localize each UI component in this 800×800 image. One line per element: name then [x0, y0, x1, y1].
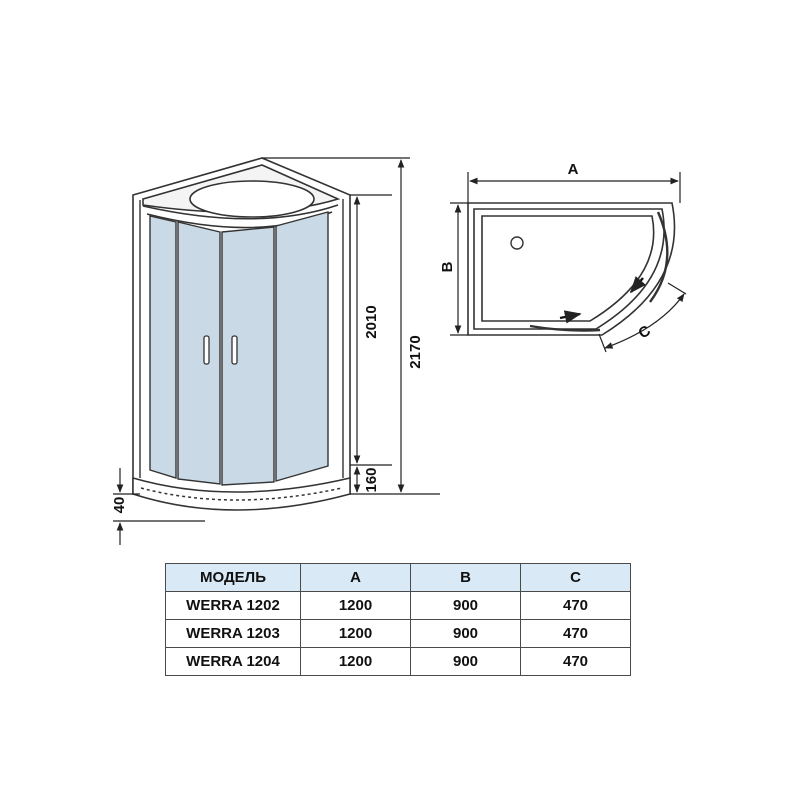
dimension-a — [467, 172, 681, 203]
frame-edges — [139, 199, 344, 478]
slide-arrow-lower — [559, 310, 582, 324]
cell-c: 470 — [520, 619, 631, 648]
cell-b: 900 — [410, 647, 521, 676]
cell-b: 900 — [410, 619, 521, 648]
glass-panels — [149, 211, 329, 486]
front-view: 40 2010 160 2170 — [111, 157, 440, 545]
dimension-c — [598, 282, 687, 353]
cell-c: 470 — [520, 591, 631, 620]
dimension-40-label: 40 — [111, 497, 128, 514]
glass-panel-left — [149, 215, 177, 479]
door-handles — [203, 335, 238, 365]
table-row: WERRA 1203 1200 900 470 — [165, 619, 631, 648]
cell-a: 1200 — [300, 647, 411, 676]
dimension-b-label: B — [439, 261, 456, 272]
table-row: WERRA 1204 1200 900 470 — [165, 647, 631, 676]
cell-b: 900 — [410, 591, 521, 620]
header-c: C — [520, 563, 631, 592]
dimension-b — [450, 202, 468, 336]
dimension-160-label: 160 — [363, 467, 380, 492]
cell-model: WERRA 1202 — [165, 591, 301, 620]
cell-a: 1200 — [300, 591, 411, 620]
dimension-2010-160 — [350, 194, 440, 495]
dimension-a-label: A — [568, 161, 579, 178]
door-handle-left — [203, 335, 210, 365]
dimension-2010-label: 2010 — [363, 305, 380, 338]
header-a: A — [300, 563, 411, 592]
header-b: B — [410, 563, 521, 592]
cell-a: 1200 — [300, 619, 411, 648]
glass-door-right — [221, 226, 275, 486]
plan-view: A B C — [439, 161, 687, 353]
dimension-2170-label: 2170 — [407, 335, 424, 368]
cell-model: WERRA 1203 — [165, 619, 301, 648]
header-model: МОДЕЛЬ — [165, 563, 301, 592]
model-dimensions-table: МОДЕЛЬ A B C WERRA 1202 1200 900 470 WER… — [165, 563, 631, 676]
cell-c: 470 — [520, 647, 631, 676]
drain-hole — [510, 236, 524, 250]
table-header-row: МОДЕЛЬ A B C — [165, 563, 631, 592]
table-row: WERRA 1202 1200 900 470 — [165, 591, 631, 620]
dimension-40 — [113, 468, 205, 545]
cell-model: WERRA 1204 — [165, 647, 301, 676]
glass-door-left — [177, 221, 221, 485]
door-slide-arrows — [559, 276, 646, 324]
slide-arrow-upper — [629, 276, 646, 294]
door-handle-right — [231, 335, 238, 365]
dimension-2170 — [262, 157, 410, 493]
glass-panel-right — [275, 211, 329, 482]
